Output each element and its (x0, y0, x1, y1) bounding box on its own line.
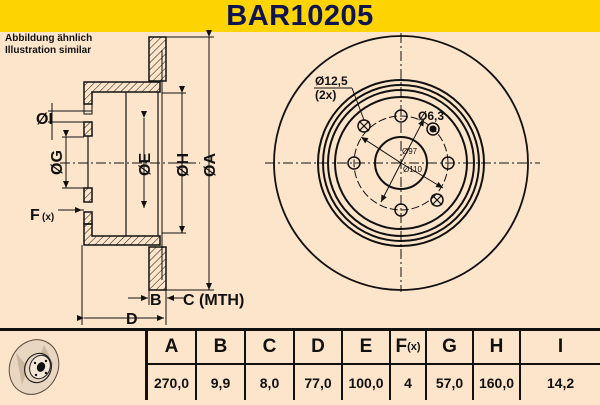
column-f: F(x) 4 (391, 331, 427, 400)
label-c-mth: C (MTH) (183, 292, 244, 309)
brake-disc-icon (8, 339, 60, 395)
header-f-sub: (x) (407, 341, 421, 353)
value-h: 160,0 (478, 374, 515, 391)
value-e: 100,0 (348, 374, 384, 391)
value-b: 9,9 (210, 374, 231, 391)
value-i: 14,2 (546, 374, 575, 391)
label-center-bore: Ø97 (402, 147, 418, 156)
header-i: I (521, 331, 600, 365)
label-dia-a: ØA (202, 153, 219, 177)
header-a: A (148, 331, 195, 365)
column-h: H 160,0 (474, 331, 521, 400)
header-f-label: F (395, 336, 408, 357)
label-hole-large-count: (2x) (315, 88, 336, 102)
dimensions-table: A 270,0 B 9,9 C 8,0 D 77,0 E 100,0 F(x) … (0, 328, 600, 400)
label-f-sub: (x) (42, 212, 54, 223)
label-f: F (30, 207, 40, 224)
technical-drawing: ØI ØG ØE ØH ØA F (x) B C (MTH) D (30, 30, 540, 328)
brake-disc-thumbnail (0, 331, 148, 400)
column-a: A 270,0 (148, 331, 197, 400)
label-dia-e: ØE (137, 153, 154, 176)
header-bar: BAR10205 (0, 0, 600, 32)
value-a: 270,0 (153, 374, 190, 391)
column-c: C 8,0 (246, 331, 295, 400)
label-d: D (126, 311, 138, 328)
illustration-note: Abbildung ähnlich Illustration similar (5, 33, 92, 57)
header-c: C (246, 331, 293, 365)
dimension-columns: A 270,0 B 9,9 C 8,0 D 77,0 E 100,0 F(x) … (148, 331, 600, 400)
header-h: H (474, 331, 519, 365)
note-line-german: Abbildung ähnlich (5, 33, 93, 44)
label-hole-small: Ø6,3 (418, 109, 444, 123)
label-hole-large: Ø12,5 (315, 74, 348, 88)
header-b: B (197, 331, 244, 365)
front-view (265, 33, 540, 292)
label-pcd: Ø110 (403, 165, 423, 174)
label-dia-h: ØH (175, 153, 192, 177)
column-d: D 77,0 (295, 331, 343, 400)
label-dia-i: ØI (36, 111, 53, 128)
value-g: 57,0 (435, 374, 464, 391)
value-d: 77,0 (304, 374, 332, 391)
part-number-title: BAR10205 (226, 0, 374, 32)
column-i: I 14,2 (521, 331, 600, 400)
value-f: 4 (404, 374, 412, 391)
header-d: D (295, 331, 341, 365)
note-line-english: Illustration similar (5, 45, 92, 56)
column-g: G 57,0 (427, 331, 474, 400)
header-e: E (343, 331, 389, 365)
header-g: G (427, 331, 472, 365)
column-e: E 100,0 (343, 331, 391, 400)
label-b: B (150, 292, 162, 309)
label-dia-g: ØG (49, 150, 66, 175)
header-f: F(x) (391, 331, 425, 365)
column-b: B 9,9 (197, 331, 246, 400)
value-c: 8,0 (259, 374, 280, 391)
side-section-view: ØI ØG ØE ØH ØA F (x) B C (MTH) D (30, 30, 244, 328)
